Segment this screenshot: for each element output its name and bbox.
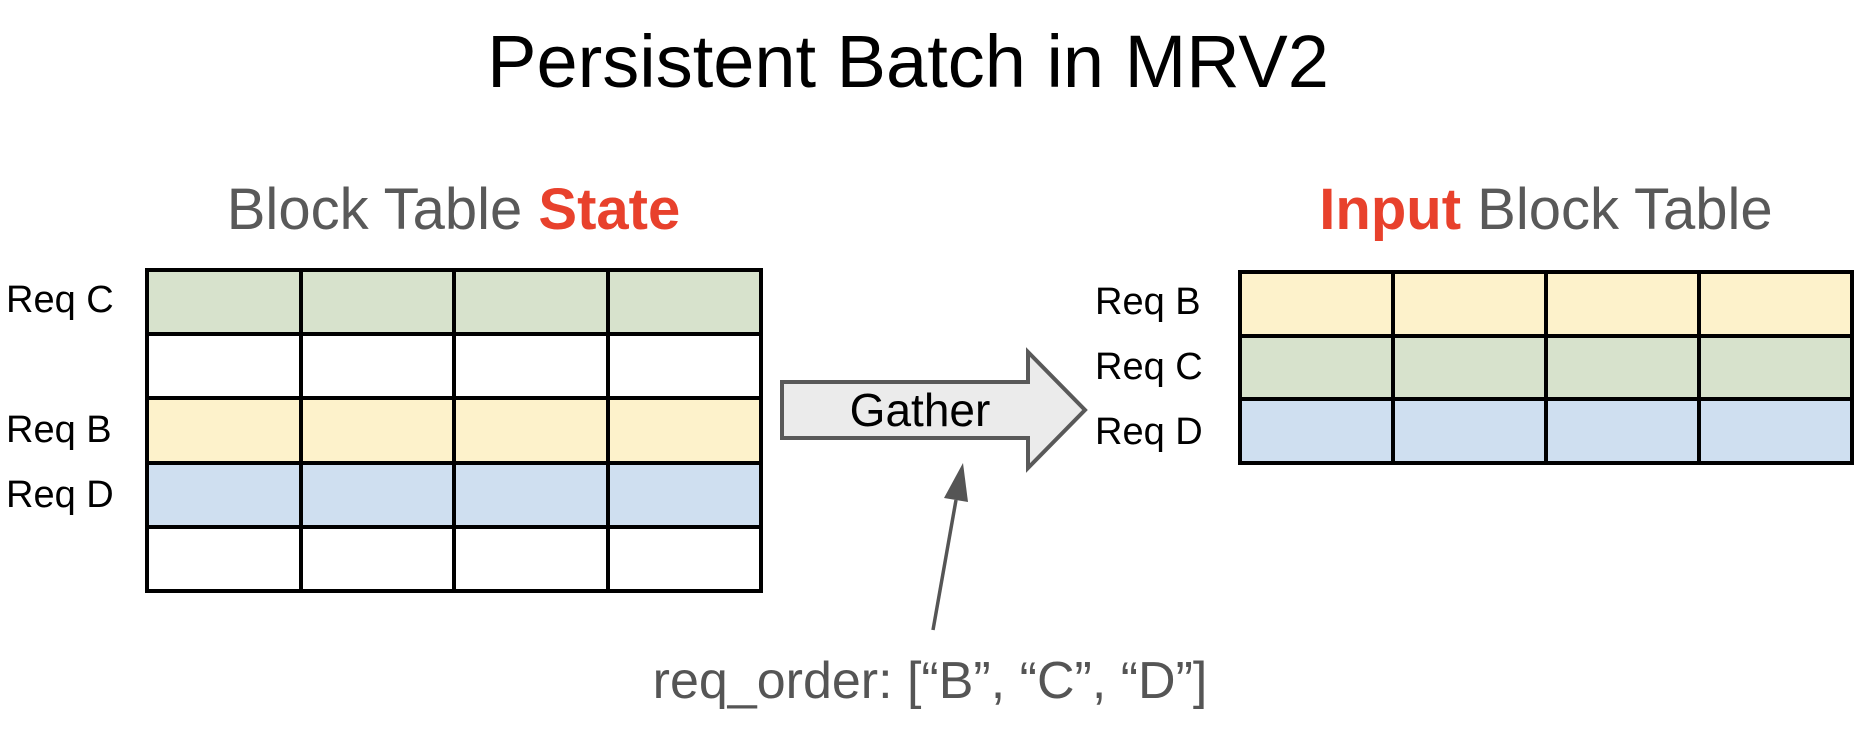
left-table-heading: Block Table State: [145, 181, 762, 239]
table-left-cell-r0-c3: [609, 272, 759, 333]
table-left-cell-r2-c2: [456, 400, 606, 461]
table-right-row-label-req-c: Req C: [1095, 346, 1203, 388]
table-right-cell-r2-c0: [1242, 401, 1391, 461]
right-table-heading: Input Block Table: [1238, 181, 1854, 239]
table-left-cell-r3-c3: [609, 464, 759, 525]
table-right-row-label-req-b: Req B: [1095, 281, 1201, 323]
gather-arrow-label: Gather: [850, 384, 991, 436]
table-right-cell-r2-c3: [1701, 401, 1850, 461]
page-title: Persistent Batch in MRV2: [487, 20, 1329, 103]
table-left-cell-r3-c1: [302, 464, 452, 525]
table-left-row-label-req-c: Req C: [6, 279, 114, 321]
table-left-cell-r4-c3: [609, 528, 759, 589]
table-right-cell-r2-c2: [1548, 401, 1697, 461]
annotation-arrow: [931, 463, 968, 631]
table-left-cell-r4-c1: [302, 528, 452, 589]
table-left-cell-r2-c0: [149, 400, 299, 461]
table-left-cell-r3-c0: [149, 464, 299, 525]
table-right-cell-r0-c2: [1548, 274, 1697, 334]
table-left-row-label-req-d: Req D: [6, 474, 114, 516]
table-right-cell-r1-c0: [1242, 337, 1391, 398]
table-right-row-label-req-d: Req D: [1095, 411, 1203, 453]
right-heading-highlight: Input: [1319, 177, 1462, 242]
table-left-cell-r1-c0: [149, 336, 299, 397]
table-right-cell-r2-c1: [1395, 401, 1544, 461]
table-right-cell-r0-c0: [1242, 274, 1391, 334]
gather-arrow-shape: [780, 347, 1088, 473]
annotation-arrow-line: [931, 499, 958, 631]
state-block-table: [145, 268, 763, 593]
left-heading-prefix: Block Table: [226, 177, 539, 242]
table-right-cell-r1-c3: [1701, 337, 1850, 398]
table-left-cell-r4-c2: [456, 528, 606, 589]
table-left-cell-r1-c2: [456, 336, 606, 397]
right-heading-suffix: Block Table: [1461, 177, 1773, 242]
table-left-cell-r3-c2: [456, 464, 606, 525]
table-left-cell-r4-c0: [149, 528, 299, 589]
table-left-cell-r2-c3: [609, 400, 759, 461]
annotation-arrowhead: [944, 463, 968, 502]
table-right-cell-r1-c2: [1548, 337, 1697, 398]
table-left-cell-r2-c1: [302, 400, 452, 461]
table-right-cell-r0-c3: [1701, 274, 1850, 334]
table-left-cell-r0-c1: [302, 272, 452, 333]
table-left-cell-r0-c2: [456, 272, 606, 333]
table-left-row-label-req-b: Req B: [6, 409, 112, 451]
gather-arrow: Gather: [780, 347, 1088, 473]
table-right-cell-r1-c1: [1395, 337, 1544, 398]
table-left-cell-r0-c0: [149, 272, 299, 333]
table-right-cell-r0-c1: [1395, 274, 1544, 334]
table-left-cell-r1-c1: [302, 336, 452, 397]
req-order-label: req_order: [“B”, “C”, “D”]: [652, 652, 1208, 710]
table-left-cell-r1-c3: [609, 336, 759, 397]
left-heading-highlight: State: [538, 177, 681, 242]
input-block-table: [1238, 270, 1854, 465]
